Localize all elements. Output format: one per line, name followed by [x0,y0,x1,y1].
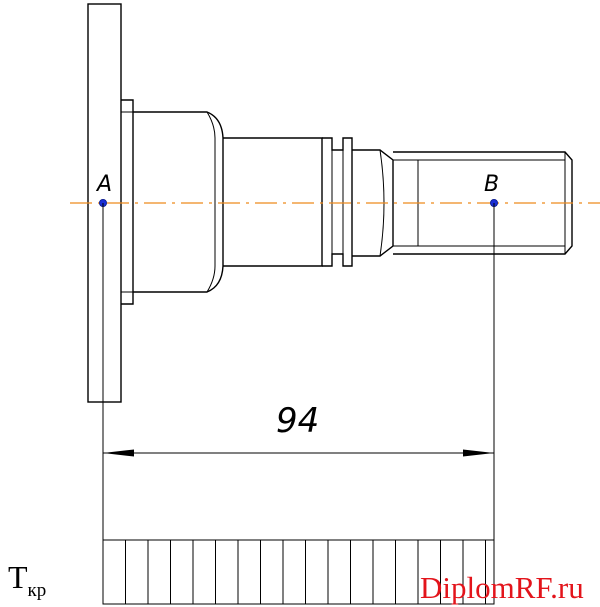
torque-symbol: T [8,559,28,595]
point-a-label: A [95,172,112,197]
torque-diagram-frame [102,539,495,605]
torque-hatching [125,540,486,604]
middle-outline [223,137,323,267]
body-chamfer [206,111,216,293]
dimension-arrow-left [103,449,134,457]
body-outline [133,111,224,293]
dimension-value: 94 [276,401,319,441]
shoulder-outline [121,99,134,305]
torque-subscript: кр [28,580,47,601]
torque-label: Tкр [8,559,46,601]
transition-outline [352,149,394,257]
groove-outline [322,137,353,267]
torque-diagram [102,539,495,605]
point-b-label: B [484,172,499,197]
watermark: DiplomRF.ru [420,570,584,605]
dimension-arrow-right [463,449,494,457]
